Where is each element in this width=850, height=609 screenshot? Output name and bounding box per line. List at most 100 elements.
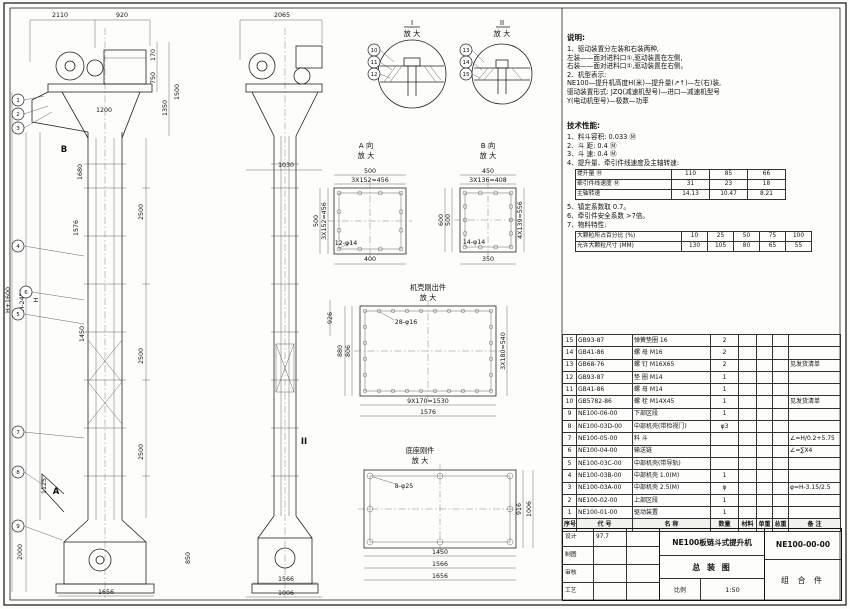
sig-blank xyxy=(594,565,627,582)
detail-view-b xyxy=(444,174,525,265)
cell: GB93-87 xyxy=(576,370,633,385)
sheet-name: 总 装 图 xyxy=(660,556,764,579)
cell xyxy=(788,333,841,348)
cell: 2 xyxy=(710,346,739,360)
cell: 3 xyxy=(562,481,577,495)
note-line: NE100—提升机高度H(米)—提升量(↗↑)—左(右)装, xyxy=(567,79,722,88)
cell: 提升量 Ⓜ xyxy=(575,169,672,181)
dim-label: 1006 xyxy=(526,501,533,517)
cell xyxy=(772,346,789,360)
scale-row: 比例 1:50 xyxy=(660,579,764,600)
cell xyxy=(772,395,789,409)
title-block-center: NE100板链斗式提升机 总 装 图 比例 1:50 xyxy=(660,529,765,600)
cell xyxy=(788,407,841,422)
cell: 85 xyxy=(709,169,748,181)
part-balloon-12: 12 xyxy=(367,67,391,81)
cell: 中部机壳 2.5(M) xyxy=(632,481,711,495)
cell: 主轴转速 xyxy=(575,189,672,201)
cell xyxy=(772,432,789,446)
balloon-number: 1 xyxy=(16,98,20,104)
balloon-number: 9 xyxy=(16,524,20,530)
cell: ∠=∑X4 xyxy=(788,444,841,458)
dim-label: 8-φ25 xyxy=(395,483,413,490)
balloon-number: 6 xyxy=(24,290,28,296)
dim-label: 1030 xyxy=(278,162,294,169)
cell xyxy=(772,370,789,385)
cell xyxy=(772,493,789,508)
detail-ii xyxy=(471,26,533,105)
note-line: 1、驱动装置分左装和右装两种, xyxy=(567,45,660,53)
dim-label: 920 xyxy=(116,12,128,19)
cell: 2 xyxy=(710,333,739,348)
detail-i-title: I xyxy=(411,18,413,27)
balloon-number: 8 xyxy=(16,470,20,476)
title-block-right: NE100-00-00 组 合 件 xyxy=(765,529,841,600)
dim-label: H xyxy=(33,297,40,302)
dim-label: 1125 xyxy=(41,478,48,494)
dim-label: 1200 xyxy=(96,107,112,114)
cell xyxy=(788,506,841,520)
dim-label: 放 大 xyxy=(404,29,421,38)
balloon-number: 4 xyxy=(16,244,20,250)
cell xyxy=(772,506,789,520)
cell xyxy=(756,481,773,495)
cell xyxy=(756,346,773,360)
cell: GB68-76 xyxy=(576,358,633,372)
note-line: Y(电动机型号)—极数—功率 xyxy=(567,96,649,105)
cell: 1 xyxy=(710,395,739,409)
detail-view-a xyxy=(319,174,412,265)
cell xyxy=(756,383,773,397)
dim-label: 880 xyxy=(337,345,344,357)
cell xyxy=(756,506,773,520)
tech-title: 技术性能: xyxy=(567,121,600,130)
cell: φ xyxy=(710,481,739,495)
cell xyxy=(788,469,841,483)
dim-label: 1576 xyxy=(73,220,80,236)
right-panel: 说明: 1、驱动装置分左装和右装两种, 左装——面对进料口①,驱动装置在左侧, … xyxy=(562,8,842,601)
balloon-number: 3 xyxy=(16,126,20,132)
note-line: 驱动装置形式: JZQ(减速机型号)—进口—减速机型号 xyxy=(567,87,720,96)
dim-label: 1450 xyxy=(432,549,448,556)
tech-item: 5、镇定系数取 0.7。 xyxy=(567,203,630,212)
cell xyxy=(738,444,757,458)
cell: GB5782-86 xyxy=(576,395,633,409)
dim-label: 500 xyxy=(364,168,376,175)
cell: 50 xyxy=(733,231,760,243)
part-balloon-5: 5 xyxy=(11,307,85,325)
balloon-number: 12 xyxy=(370,72,377,78)
cell xyxy=(738,346,757,360)
part-balloon-1: 1 xyxy=(11,93,45,107)
cell: 垫 圈 M14 xyxy=(632,370,711,385)
part-balloon-15: 15 xyxy=(459,67,481,81)
part-balloon-4: 4 xyxy=(11,239,85,257)
dim-label: 450 xyxy=(482,168,494,175)
cell xyxy=(738,493,757,508)
detail-i xyxy=(377,26,447,109)
cell xyxy=(710,432,739,446)
cell: 中部机壳(带导轨) xyxy=(632,456,711,471)
cell xyxy=(772,469,789,483)
cell: 8 xyxy=(562,420,577,434)
cell: 2 xyxy=(562,493,577,508)
cell: 14 xyxy=(562,346,577,360)
cell: NE100-03D-00 xyxy=(576,420,633,434)
cell: φ=H-3.15/2.5 xyxy=(788,481,841,495)
scale-value: 1:50 xyxy=(725,585,740,594)
cell: GB41-86 xyxy=(576,346,633,360)
cell xyxy=(772,481,789,495)
dim-label: 500 xyxy=(445,214,452,226)
cell xyxy=(772,383,789,397)
part-balloon-14: 14 xyxy=(459,55,483,71)
cell xyxy=(738,407,757,422)
view-a-marker: A xyxy=(53,487,60,497)
